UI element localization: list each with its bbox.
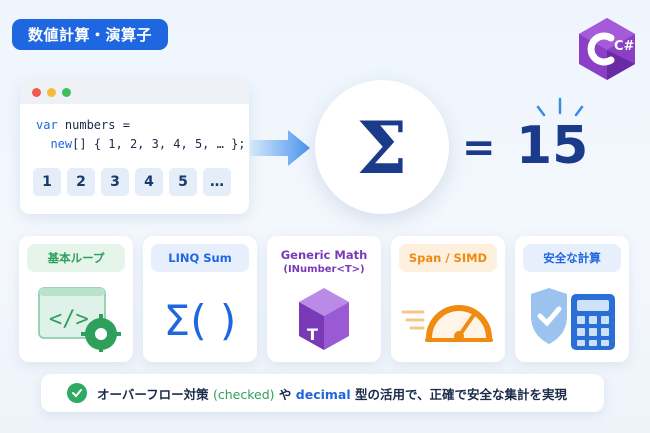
summary-part3: 型の活用で、正確で安全な集計を実現 xyxy=(355,386,568,402)
arrow-right-icon xyxy=(250,130,310,166)
number-item: … xyxy=(203,168,231,196)
card-basic-loop: 基本ループ </> xyxy=(19,236,133,362)
topic-badge: 数値計算・演算子 xyxy=(12,19,168,50)
number-array: 1 2 3 4 5 … xyxy=(33,168,231,196)
card-sublabel: (INumber<T>) xyxy=(283,264,365,275)
code-snippet: var numbers = new[] { 1, 2, 3, 4, 5, … }… xyxy=(20,104,249,154)
svg-text:</>: </> xyxy=(49,307,89,332)
code-keyword-new: new xyxy=(50,137,73,151)
number-item: 3 xyxy=(101,168,129,196)
number-item: 4 xyxy=(135,168,163,196)
number-item: 1 xyxy=(33,168,61,196)
equals-sign: = xyxy=(462,125,496,171)
summary-decimal: decimal xyxy=(295,386,351,402)
maximize-dot-icon xyxy=(62,87,71,97)
code-card: var numbers = new[] { 1, 2, 3, 4, 5, … }… xyxy=(20,80,249,214)
summary-part2: や xyxy=(278,386,292,402)
summary-part1: オーバーフロー対策 xyxy=(97,386,209,402)
code-line1: numbers = xyxy=(57,118,130,132)
card-safe-calc: 安全な計算 xyxy=(515,236,629,362)
cube-letter: T xyxy=(307,325,318,344)
card-label: Span / SIMD xyxy=(399,244,497,272)
sigma-parens-icon: Σ( ) xyxy=(163,296,237,345)
summary-bar: オーバーフロー対策 (checked) や decimal 型の活用で、正確で安… xyxy=(41,374,604,412)
card-label: 安全な計算 xyxy=(523,244,621,272)
code-line2: [] { 1, 2, 3, 4, 5, … }; xyxy=(72,137,246,151)
close-dot-icon xyxy=(32,87,41,97)
sparkle-icon xyxy=(536,97,584,117)
shield-calculator-icon xyxy=(531,288,615,350)
card-linq-sum: LINQ Sum Σ( ) xyxy=(143,236,257,362)
window-titlebar xyxy=(20,80,249,104)
cube-t-icon: T xyxy=(299,288,349,350)
number-item: 2 xyxy=(67,168,95,196)
minimize-dot-icon xyxy=(47,87,56,97)
card-label: 基本ループ xyxy=(27,244,125,272)
number-item: 5 xyxy=(169,168,197,196)
card-label: LINQ Sum xyxy=(151,244,249,272)
summary-text: オーバーフロー対策 (checked) や decimal 型の活用で、正確で安… xyxy=(97,384,567,403)
card-span-simd: Span / SIMD xyxy=(391,236,505,362)
logo-text: C# xyxy=(614,39,635,54)
check-circle-icon xyxy=(67,383,87,403)
sigma-symbol: Σ xyxy=(315,80,449,214)
summary-checked: (checked) xyxy=(213,386,275,402)
card-generic-math: Generic Math (INumber<T>) T xyxy=(267,236,381,362)
speedometer-icon xyxy=(401,305,493,342)
code-keyword-var: var xyxy=(36,118,58,132)
code-gear-icon: </> xyxy=(38,287,121,352)
card-label: Generic Math xyxy=(280,248,368,262)
csharp-logo-icon: C# xyxy=(579,18,635,80)
sum-result: 15 xyxy=(516,116,589,176)
